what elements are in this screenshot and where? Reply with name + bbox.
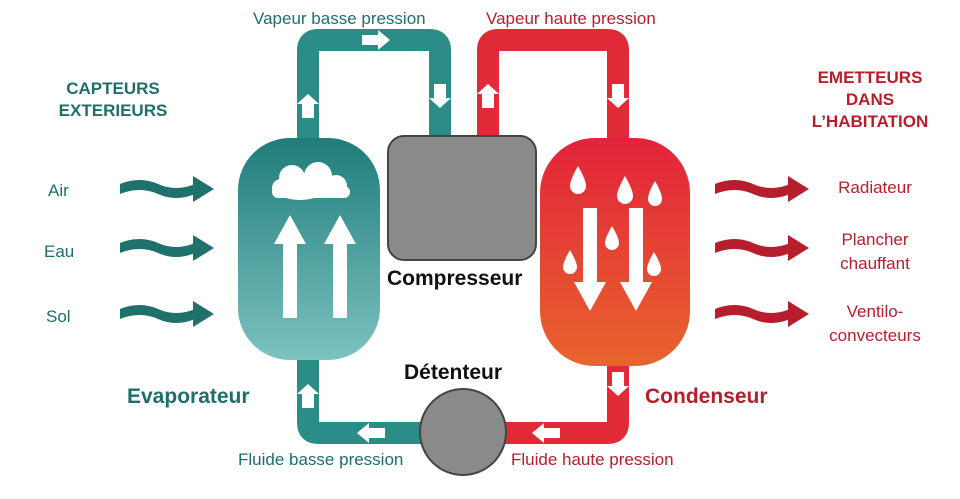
heading-line: EXTERIEURS (58, 101, 168, 120)
label-fluide-haute-pression: Fluide haute pression (511, 450, 674, 469)
arrow-up-icon (274, 215, 306, 318)
droplet-icons (563, 166, 662, 276)
emitter-line: Plancher (841, 230, 909, 249)
arrow-down-icon (607, 372, 629, 396)
emitter-ventilo-convecteurs: Ventilo- convecteurs (815, 300, 935, 348)
emitter-plancher-chauffant: Plancher chauffant (815, 228, 935, 276)
droplet-icon (647, 252, 661, 276)
droplet-icon (605, 226, 619, 250)
emitter-arrows (715, 176, 809, 327)
arrow-left-icon (532, 423, 560, 443)
droplet-icon (648, 181, 662, 206)
heading-line: DANS (845, 90, 895, 109)
expansion-valve (419, 388, 507, 476)
label-fluide-basse-pression: Fluide basse pression (238, 450, 404, 469)
low-pressure-vapour-pipe (297, 29, 451, 148)
droplet-icon (570, 166, 586, 194)
label-compresseur: Compresseur (387, 267, 523, 290)
source-sol: Sol (46, 307, 71, 326)
arrow-down-icon (620, 208, 652, 311)
droplet-icon (563, 250, 577, 274)
emitter-line: chauffant (840, 254, 910, 273)
wavy-arrow-icon (715, 235, 809, 261)
source-air: Air (48, 181, 69, 200)
label-vapeur-basse-pression: Vapeur basse pression (253, 9, 426, 28)
wavy-arrow-icon (715, 301, 809, 327)
arrow-right-icon (362, 30, 390, 50)
evaporator-tank (238, 138, 380, 360)
label-condenseur: Condenseur (645, 385, 768, 408)
arrow-up-icon (297, 94, 319, 118)
arrow-down-icon (574, 208, 606, 311)
source-eau: Eau (44, 242, 75, 261)
condenser-tank (540, 138, 690, 366)
arrow-down-icon (607, 84, 629, 108)
emitter-line: Ventilo- (846, 302, 904, 321)
arrow-up-icon (297, 384, 319, 408)
arrow-up-icon (324, 215, 356, 318)
arrow-left-icon (357, 423, 385, 443)
label-detenteur: Détenteur (404, 361, 503, 384)
heading-line: CAPTEURS (66, 79, 160, 98)
wavy-arrow-icon (120, 176, 214, 202)
wavy-arrow-icon (120, 235, 214, 261)
wavy-arrow-icon (715, 176, 809, 202)
heading-line: EMETTEURS (817, 68, 923, 87)
cloud-icon (272, 162, 350, 200)
pipe-flow-arrows (297, 30, 629, 443)
emitter-line: Radiateur (838, 178, 912, 197)
low-pressure-fluid-pipe (297, 340, 430, 444)
high-pressure-vapour-pipe (477, 29, 629, 148)
arrow-down-icon (429, 84, 451, 108)
source-arrows (120, 176, 214, 327)
label-vapeur-haute-pression: Vapeur haute pression (486, 9, 656, 28)
high-pressure-fluid-pipe (500, 340, 629, 444)
wavy-arrow-icon (120, 301, 214, 327)
emitter-line: convecteurs (829, 326, 921, 345)
droplet-icon (617, 176, 633, 204)
label-evaporateur: Evaporateur (127, 385, 250, 408)
heading-emetteurs-habitation: EMETTEURS DANS L’HABITATION (795, 67, 945, 133)
heading-line: L’HABITATION (811, 112, 929, 131)
emitter-radiateur: Radiateur (815, 178, 935, 198)
heading-capteurs-exterieurs: CAPTEURS EXTERIEURS (48, 78, 178, 122)
compressor-box (387, 135, 537, 261)
arrow-up-icon (477, 84, 499, 108)
